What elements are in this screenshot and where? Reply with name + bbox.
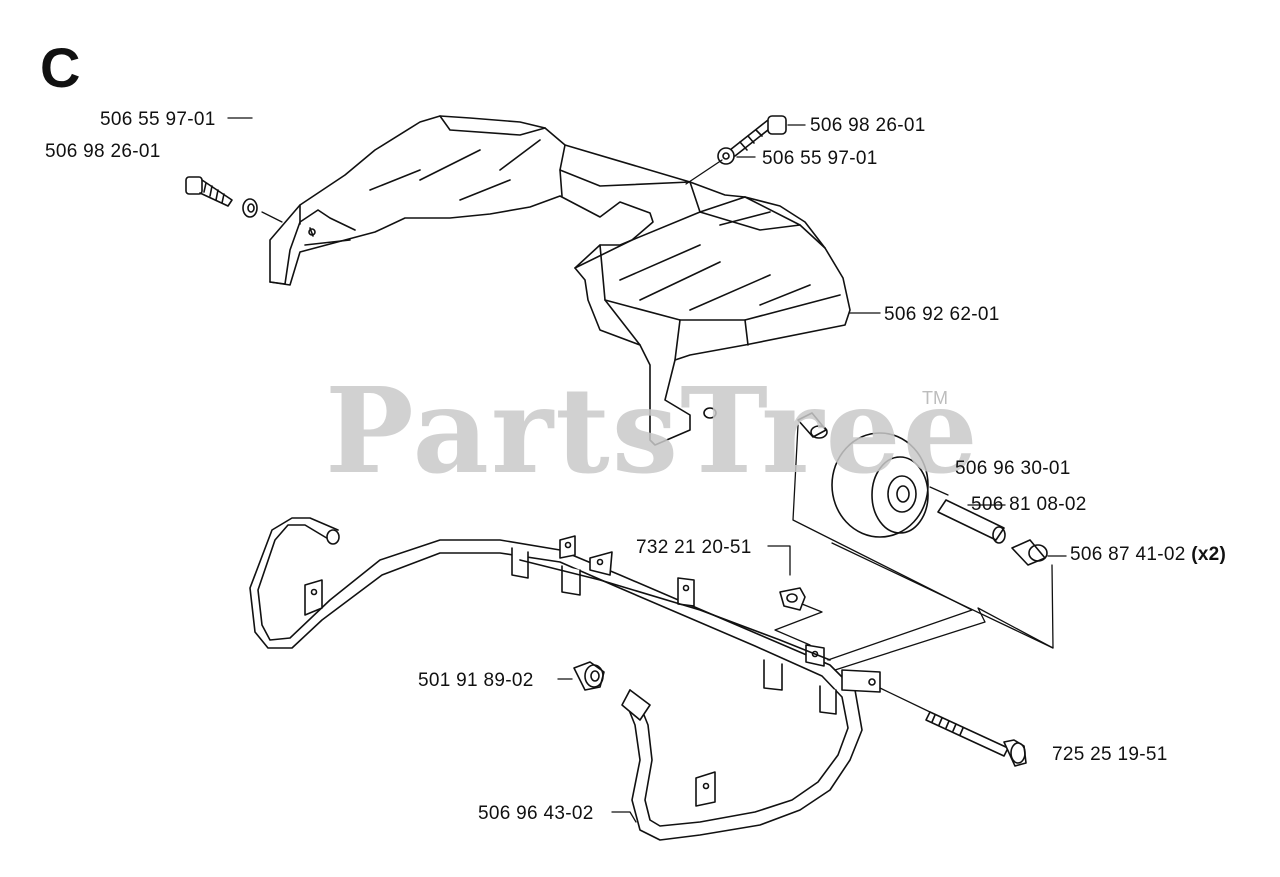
cover-part [269, 115, 851, 446]
spacer-part [557, 661, 651, 721]
section-letter: C [40, 36, 81, 99]
frame-part [249, 517, 881, 841]
label-wheel: 506 96 30-01 [955, 458, 1071, 479]
right-screw-washer [685, 115, 806, 185]
nut-part [767, 545, 823, 646]
label-bushing: 506 87 41-02 (x2) [1070, 545, 1226, 564]
frame-leader [611, 811, 637, 823]
label-screw-left: 506 98 26-01 [45, 141, 161, 162]
label-bushing-number: 506 87 41-02 [1070, 544, 1186, 565]
label-frame: 506 96 43-02 [478, 803, 594, 824]
label-nut: 732 21 20-51 [636, 537, 752, 558]
watermark-trademark: TM [922, 388, 948, 408]
label-washer-right: 506 55 97-01 [762, 148, 878, 169]
label-screw-right: 506 98 26-01 [810, 115, 926, 136]
label-bolt: 725 25 19-51 [1052, 744, 1168, 765]
left-screw-washer [185, 117, 283, 223]
watermark-text: PartsTree [325, 361, 980, 500]
label-washer-left: 506 55 97-01 [100, 109, 216, 130]
label-cover: 506 92 62-01 [884, 304, 1000, 325]
label-bushing-qty: (x2) [1191, 544, 1227, 565]
bolt-part [879, 687, 1027, 767]
label-axle-tube: 506 81 08-02 [971, 494, 1087, 515]
wheel-assembly [792, 412, 1067, 671]
label-spacer: 501 91 89-02 [418, 670, 534, 691]
